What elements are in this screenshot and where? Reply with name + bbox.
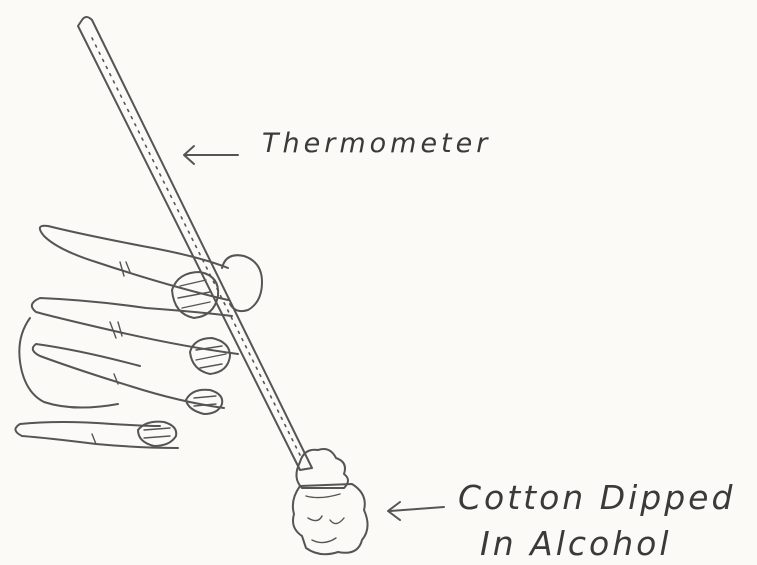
arrows <box>184 146 444 520</box>
arrow-cotton <box>388 502 444 520</box>
thermometer-scale <box>92 38 300 455</box>
cotton-label-line2: In Alcohol <box>480 524 672 563</box>
cotton-texture <box>306 494 344 543</box>
finger-pinky <box>15 422 178 448</box>
cotton-label-line1: Cotton Dipped <box>458 478 735 517</box>
finger-middle <box>32 298 238 354</box>
thermometer <box>78 17 312 470</box>
fingernail-middle <box>190 338 230 374</box>
palm <box>19 318 118 408</box>
thermometer-label: Thermometer <box>262 128 491 159</box>
cotton-swab <box>293 449 368 554</box>
knuckle-bump <box>222 255 262 311</box>
thermometer-tube <box>78 17 312 470</box>
knuckle-creases <box>92 262 130 444</box>
arrow-thermometer <box>184 146 238 164</box>
hand <box>15 226 262 448</box>
finger-index <box>40 226 228 300</box>
cotton-body <box>293 484 368 554</box>
